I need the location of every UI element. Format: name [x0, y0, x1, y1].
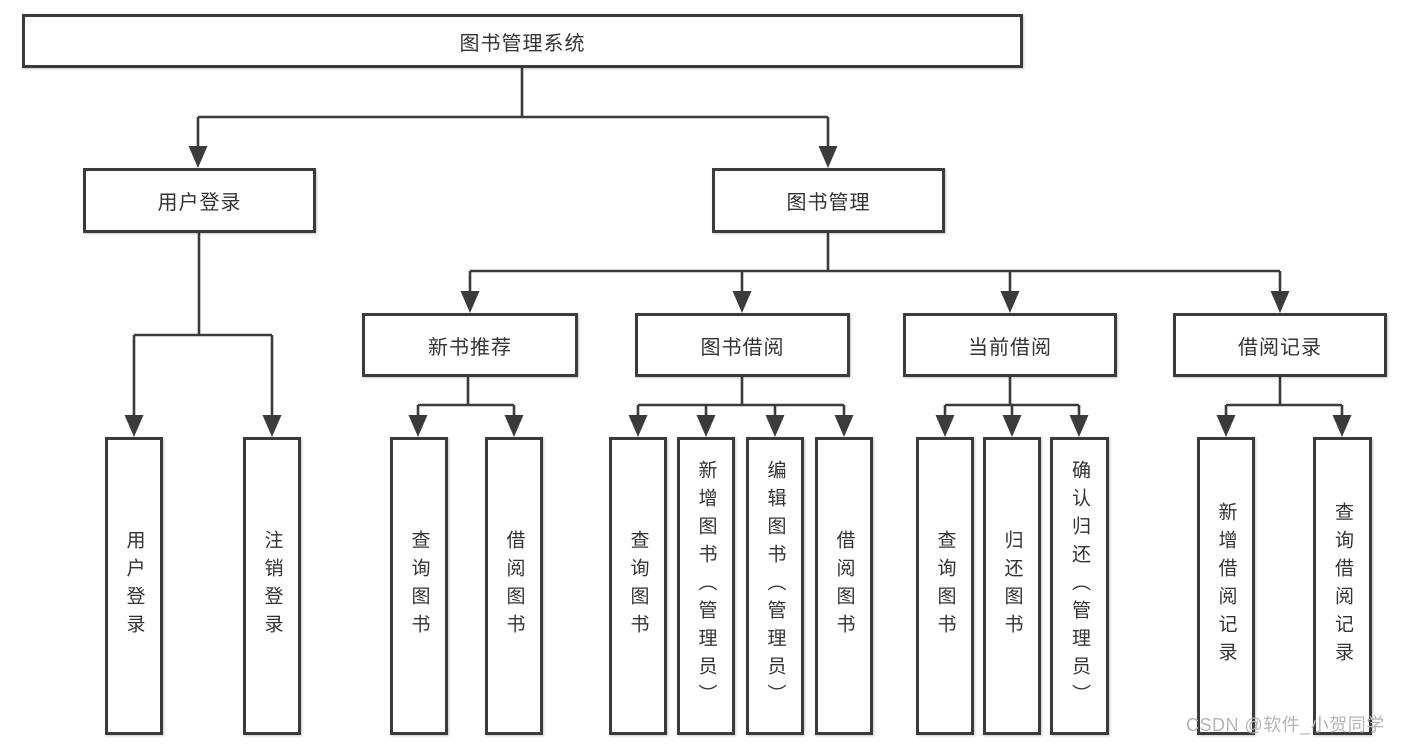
- connector-current-borrow-children: [935, 377, 1089, 437]
- leaf-edit-books-admin: 编辑图书（管理员）: [746, 437, 804, 735]
- leaf-query-borrow-record: 查询借阅记录: [1313, 437, 1372, 735]
- node-label: 当前借阅: [968, 336, 1052, 359]
- leaf-query-books-borrow: 查询图书: [609, 437, 667, 735]
- leaf-add-books-admin: 新增图书（管理员）: [677, 437, 735, 735]
- node-label: 注销登录: [261, 530, 283, 642]
- node-label: 查询图书: [627, 530, 649, 642]
- node-label: 确认归还（管理员）: [1069, 460, 1090, 712]
- node-label: 查询借阅记录: [1332, 502, 1353, 670]
- leaf-add-borrow-record: 新增借阅记录: [1197, 437, 1255, 735]
- node-label: 归还图书: [1001, 530, 1023, 642]
- node-new-book-recommendation: 新书推荐: [362, 313, 578, 377]
- leaf-user-login: 用户登录: [105, 437, 163, 735]
- node-book-management: 图书管理: [712, 168, 945, 233]
- node-library-management-system: 图书管理系统: [22, 14, 1023, 68]
- leaf-borrow-books: 借阅图书: [815, 437, 873, 735]
- node-label: 新增借阅记录: [1215, 502, 1237, 670]
- connector-user-login-children: [124, 233, 282, 437]
- node-label: 借阅图书: [503, 530, 525, 642]
- node-label: 用户登录: [157, 192, 242, 214]
- connector-root-to-level2: [188, 68, 838, 168]
- csdn-watermark: CSDN @软件_小贺同学: [1186, 715, 1385, 735]
- connector-book-borrow-children: [628, 377, 854, 437]
- node-user-login: 用户登录: [83, 168, 316, 233]
- leaf-logout: 注销登录: [243, 437, 301, 735]
- node-label: 查询图书: [934, 530, 956, 642]
- leaf-borrow-books-recommend: 借阅图书: [485, 437, 543, 735]
- node-label: 借阅记录: [1238, 336, 1322, 359]
- node-label: 借阅图书: [833, 530, 855, 642]
- node-label: 编辑图书（管理员）: [764, 460, 786, 712]
- leaf-return-books: 归还图书: [983, 437, 1041, 735]
- leaf-confirm-return-admin: 确认归还（管理员）: [1050, 437, 1109, 735]
- connector-borrow-records-children: [1216, 377, 1352, 437]
- connector-book-management-children: [460, 233, 1290, 313]
- connector-new-book-children: [408, 377, 524, 437]
- node-label: 新增图书（管理员）: [695, 460, 717, 712]
- leaf-query-books-recommend: 查询图书: [390, 437, 448, 735]
- leaf-query-books-current: 查询图书: [916, 437, 974, 735]
- node-label: 图书管理: [786, 192, 871, 214]
- node-label: 新书推荐: [428, 336, 512, 359]
- node-label: 查询图书: [408, 530, 430, 642]
- node-borrowing-records: 借阅记录: [1173, 313, 1387, 377]
- node-current-borrowing: 当前借阅: [903, 313, 1117, 377]
- node-label: 图书管理系统: [459, 32, 586, 55]
- node-label: 用户登录: [123, 530, 145, 642]
- node-label: 图书借阅: [700, 336, 785, 359]
- node-book-borrowing: 图书借阅: [635, 313, 850, 377]
